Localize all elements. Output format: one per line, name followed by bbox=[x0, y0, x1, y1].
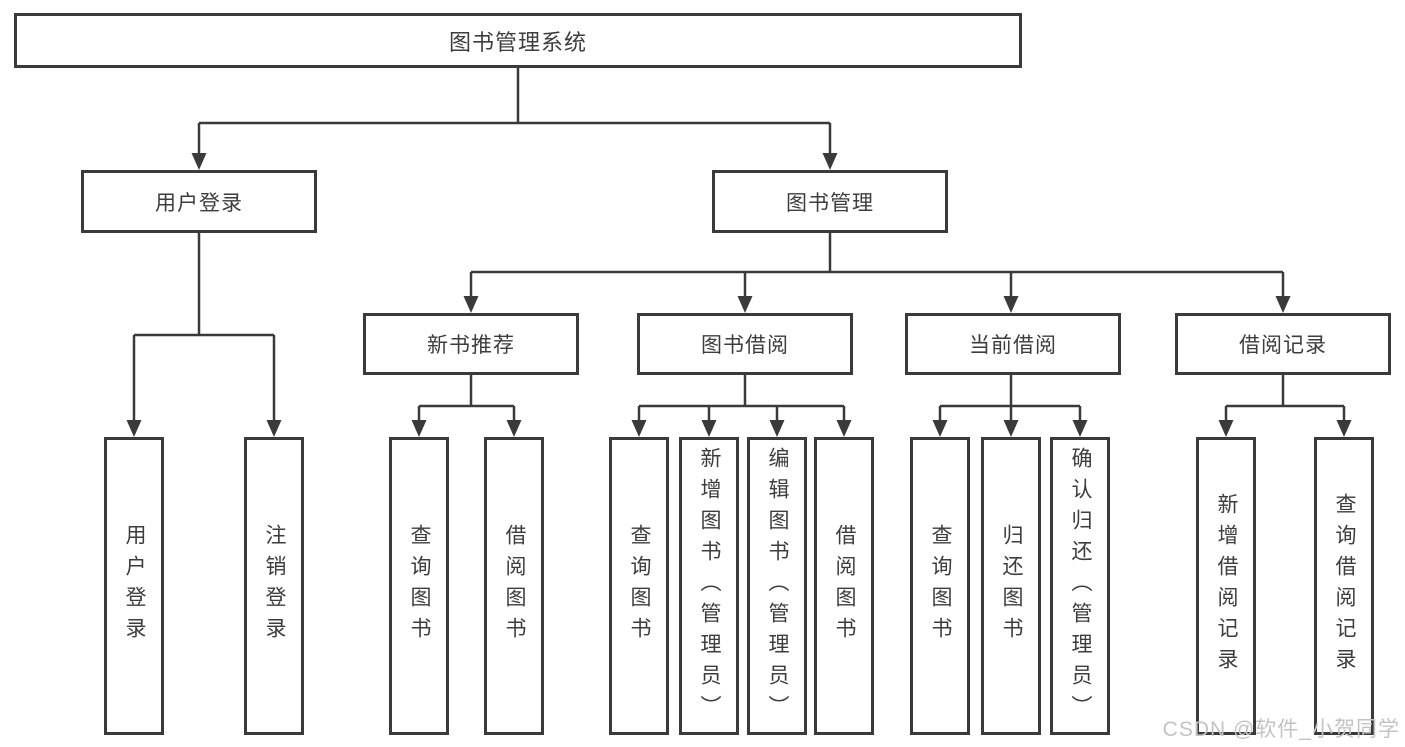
arrowhead-icon bbox=[1336, 420, 1352, 437]
node-borrowing-records: 借阅记录 bbox=[1175, 313, 1391, 375]
arrowhead-icon bbox=[1218, 420, 1234, 437]
arrowhead-icon bbox=[737, 296, 753, 313]
node-book-management-module: 图书管理 bbox=[712, 170, 948, 233]
node-label: 当前借阅 bbox=[969, 334, 1057, 357]
leaf-borrow-books: 借阅图书 bbox=[814, 437, 874, 735]
node-new-book-recommendation: 新书推荐 bbox=[363, 313, 579, 375]
leaf-confirm-return-admin: 确认归还（管理员） bbox=[1050, 437, 1110, 735]
node-label: 查询图书 bbox=[408, 524, 432, 648]
node-label: 查询借阅记录 bbox=[1333, 493, 1357, 679]
node-label: 用户登录 bbox=[155, 191, 243, 215]
node-label: 图书管理系统 bbox=[448, 29, 587, 55]
arrowhead-icon bbox=[506, 420, 522, 437]
leaf-add-books-admin: 新增图书（管理员） bbox=[679, 437, 739, 735]
leaf-edit-books-admin: 编辑图书（管理员） bbox=[747, 437, 807, 735]
node-label: 确认归还（管理员） bbox=[1069, 446, 1093, 726]
arrowhead-icon bbox=[769, 420, 785, 437]
node-label: 图书借阅 bbox=[701, 334, 789, 357]
leaf-query-books-current: 查询图书 bbox=[910, 437, 970, 735]
node-label: 用户登录 bbox=[123, 524, 147, 648]
leaf-user-login: 用户登录 bbox=[104, 437, 164, 735]
arrowhead-icon bbox=[1003, 420, 1019, 437]
leaf-borrow-books-recommend: 借阅图书 bbox=[484, 437, 544, 735]
leaf-query-borrow-record: 查询借阅记录 bbox=[1314, 437, 1374, 735]
leaf-add-borrow-record: 新增借阅记录 bbox=[1196, 437, 1256, 735]
arrowhead-icon bbox=[1072, 420, 1088, 437]
node-label: 借阅图书 bbox=[503, 524, 527, 648]
node-label: 新增借阅记录 bbox=[1215, 493, 1239, 679]
node-label: 编辑图书（管理员） bbox=[766, 446, 790, 726]
node-label: 查询图书 bbox=[929, 524, 953, 648]
arrowhead-icon bbox=[836, 420, 852, 437]
node-library-management-system: 图书管理系统 bbox=[14, 13, 1022, 68]
leaf-logout: 注销登录 bbox=[244, 437, 304, 735]
leaf-query-books-borrow: 查询图书 bbox=[609, 437, 669, 735]
arrowhead-icon bbox=[1275, 296, 1291, 313]
node-current-borrowing: 当前借阅 bbox=[905, 313, 1121, 375]
node-label: 新增图书（管理员） bbox=[698, 446, 722, 726]
node-label: 图书管理 bbox=[786, 191, 874, 215]
node-book-borrowing: 图书借阅 bbox=[637, 313, 853, 375]
leaf-query-books-recommend: 查询图书 bbox=[389, 437, 449, 735]
arrowhead-icon bbox=[411, 420, 427, 437]
node-label: 注销登录 bbox=[263, 524, 287, 648]
node-label: 借阅图书 bbox=[833, 524, 857, 648]
node-label: 归还图书 bbox=[1000, 524, 1024, 648]
csdn-watermark: CSDN @软件_小贺同学 bbox=[1162, 718, 1400, 741]
arrowhead-icon bbox=[932, 420, 948, 437]
node-user-login-module: 用户登录 bbox=[81, 170, 317, 233]
node-label: 借阅记录 bbox=[1239, 334, 1327, 357]
arrowhead-icon bbox=[631, 420, 647, 437]
node-label: 查询图书 bbox=[628, 524, 652, 648]
arrowhead-icon bbox=[126, 420, 142, 437]
node-label: 新书推荐 bbox=[427, 334, 515, 357]
leaf-return-books: 归还图书 bbox=[981, 437, 1041, 735]
arrowhead-icon bbox=[463, 296, 479, 313]
arrowhead-icon bbox=[191, 153, 207, 170]
arrowhead-icon bbox=[1003, 296, 1019, 313]
arrowhead-icon bbox=[266, 420, 282, 437]
arrowhead-icon bbox=[822, 153, 838, 170]
arrowhead-icon bbox=[701, 420, 717, 437]
